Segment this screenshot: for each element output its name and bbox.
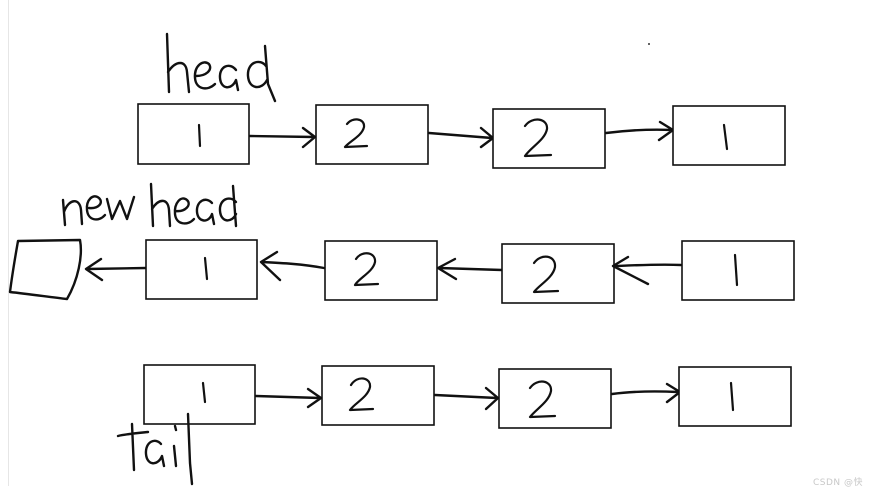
- node-tail-4: 1: [678, 366, 792, 427]
- label-tail-text: tail: [118, 458, 120, 461]
- row-tail: 1 2 2 1 tail: [116, 364, 792, 486]
- node-newhead-1: 1: [145, 239, 258, 300]
- arrow-tail-3-4: [610, 382, 682, 404]
- stray-dot: [648, 43, 650, 45]
- label-newhead: newhead: [61, 182, 238, 228]
- row-newhead: newhead 1 2 2: [8, 182, 795, 304]
- label-head-text: head: [165, 89, 168, 91]
- node-head-3: 2: [492, 108, 606, 169]
- arrow-newhead-3-2: [436, 257, 504, 281]
- node-head-1: 1: [137, 103, 250, 165]
- node-head-2: 2: [315, 104, 429, 165]
- row-head: head 1 2 2 1: [137, 32, 786, 169]
- node-head-4: 1: [672, 105, 786, 166]
- canvas-left-edge: [8, 0, 9, 486]
- node-tail-1: 1: [143, 364, 256, 425]
- node-newhead-4: 1: [681, 240, 795, 301]
- label-head: head: [165, 32, 277, 103]
- arrow-head-3-4: [604, 120, 675, 142]
- arrow-newhead-4-3: [611, 255, 683, 286]
- watermark: CSDN @快: [812, 478, 863, 488]
- node-newhead-3: 2: [501, 243, 615, 304]
- arrow-newhead-2-1: [259, 250, 326, 282]
- label-tail: tail: [116, 412, 194, 486]
- node-tail-2: 2: [321, 365, 435, 426]
- node-tail-3: 2: [498, 368, 612, 429]
- arrow-tail-2-3: [433, 386, 500, 411]
- node-newhead-2: 2: [324, 240, 438, 301]
- arrow-tail-1-2: [254, 387, 323, 409]
- arrow-head-2-3: [427, 126, 495, 149]
- null-cell: [8, 238, 82, 301]
- arrow-newhead-1-null: [84, 257, 148, 282]
- arrow-head-1-2: [248, 126, 317, 149]
